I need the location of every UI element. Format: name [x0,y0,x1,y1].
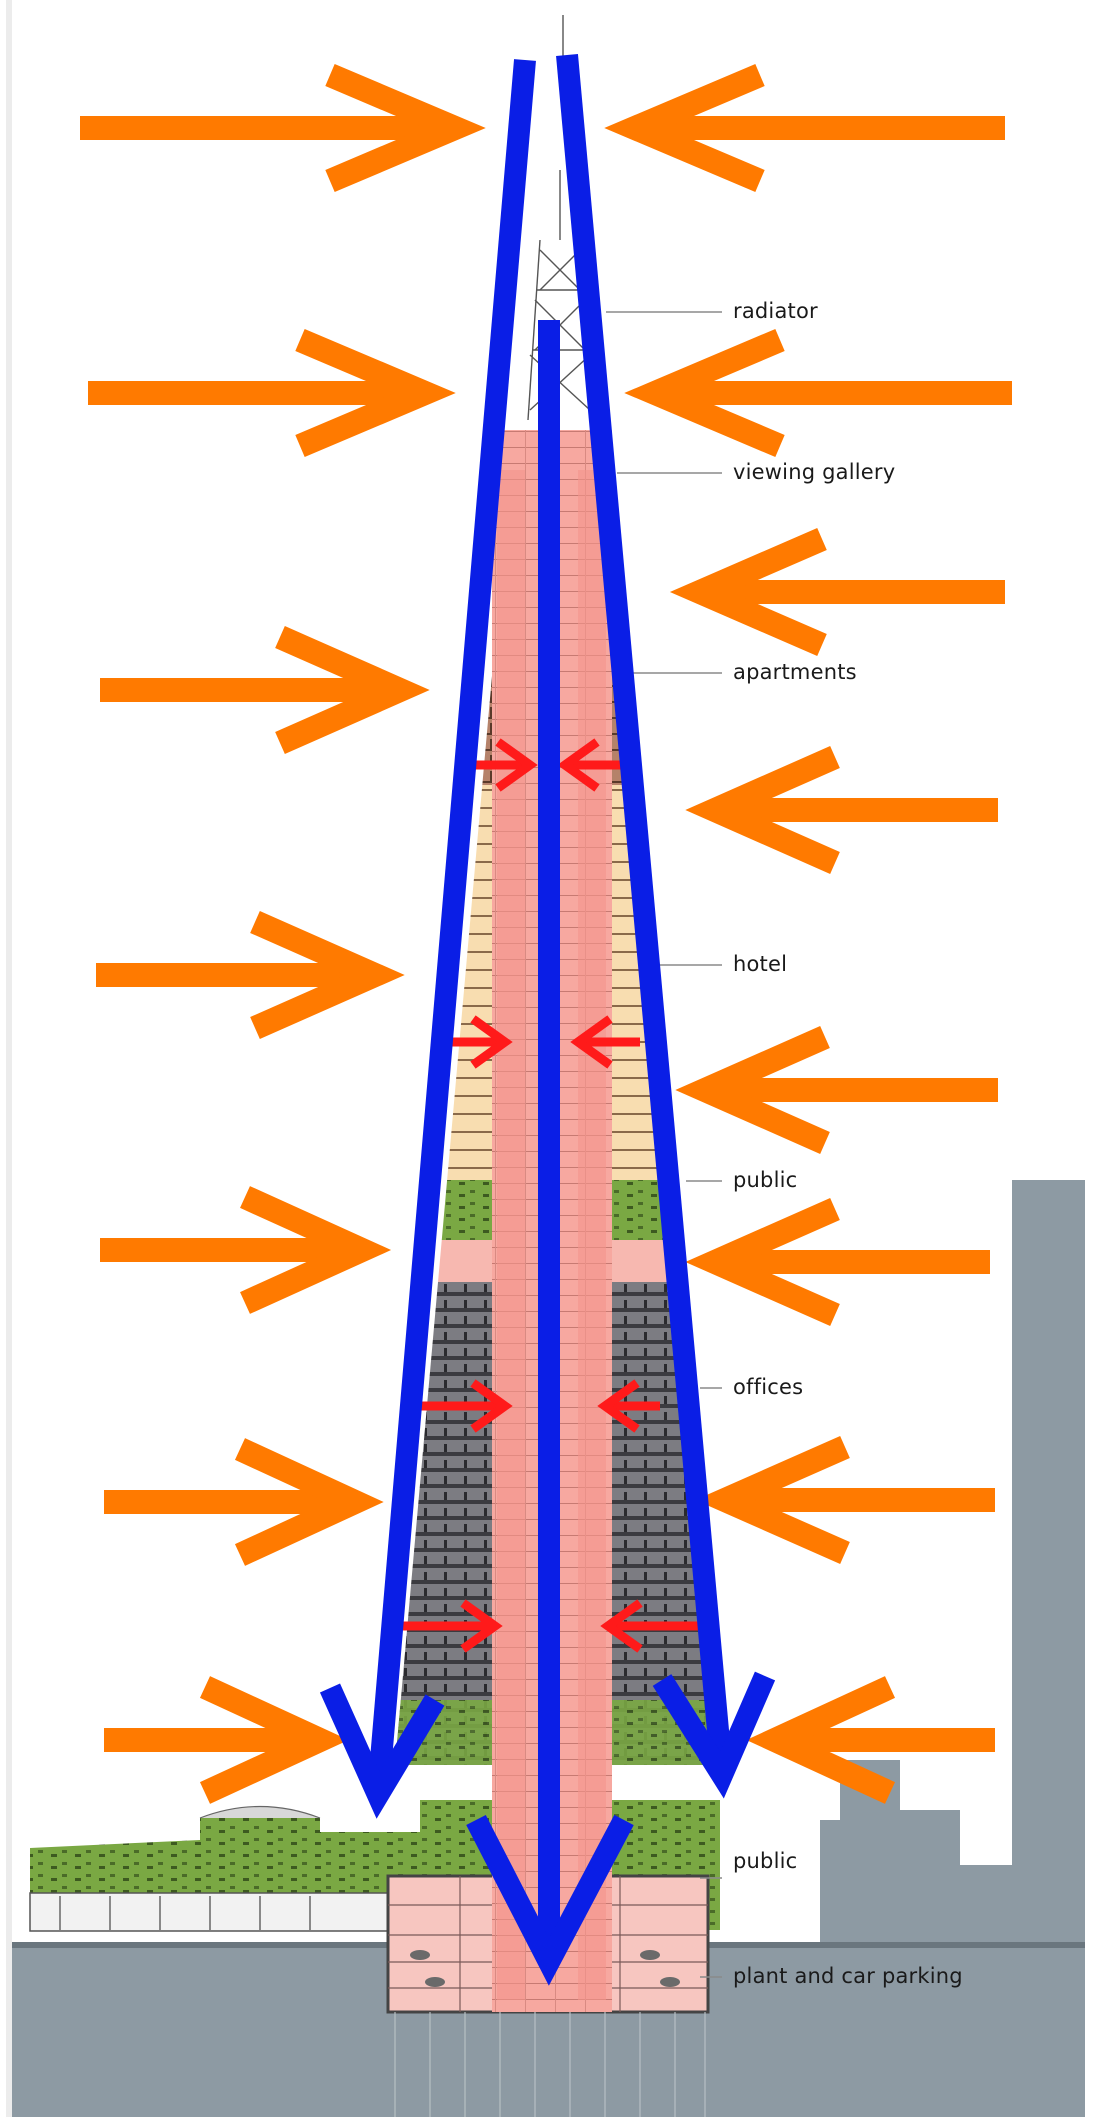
label-public-lower: public [733,1849,798,1873]
red-arrow-in-3-left [410,1379,513,1433]
external-force-arrows [80,63,1012,1804]
orange-arrow-right-3 [100,626,430,754]
orange-arrow-left-1 [604,63,1005,193]
red-arrow-in-4-right [600,1599,705,1653]
orange-arrow-right-7 [104,1676,349,1804]
leader-lines [606,311,722,1978]
red-arrow-in-1-right [557,738,625,792]
orange-arrow-left-5 [675,1026,998,1154]
label-radiator: radiator [733,299,818,323]
orange-arrow-right-1 [80,63,486,193]
orange-arrow-right-6 [104,1438,384,1566]
label-viewing-gallery: viewing gallery [733,460,896,484]
orange-arrow-left-3 [669,527,1005,657]
label-apartments: apartments [733,660,857,684]
orange-arrow-left-8 [746,1676,995,1804]
orange-arrow-left-4 [685,746,998,874]
red-arrow-in-4-left [390,1599,503,1653]
label-offices: offices [733,1375,804,1399]
blue-arrow-left-leg [319,59,536,1819]
orange-arrow-left-6 [685,1198,990,1326]
orange-arrow-left-2 [624,328,1012,458]
red-arrow-in-3-right [597,1379,660,1433]
internal-force-arrows [390,738,705,1653]
load-path-arrows [319,54,776,1986]
orange-arrow-right-2 [88,328,456,458]
label-hotel: hotel [733,952,788,976]
orange-arrow-right-4 [96,911,405,1039]
orange-arrow-right-5 [100,1186,392,1314]
label-plant-and-car-parking: plant and car parking [733,1964,963,1988]
red-arrow-in-2-right [570,1015,640,1069]
blue-arrow-right-leg [556,54,776,1799]
left-border-line [6,0,12,2117]
orange-arrow-left-7 [695,1436,995,1564]
label-public-upper: public [733,1168,798,1192]
blue-arrow-center [466,320,634,1986]
